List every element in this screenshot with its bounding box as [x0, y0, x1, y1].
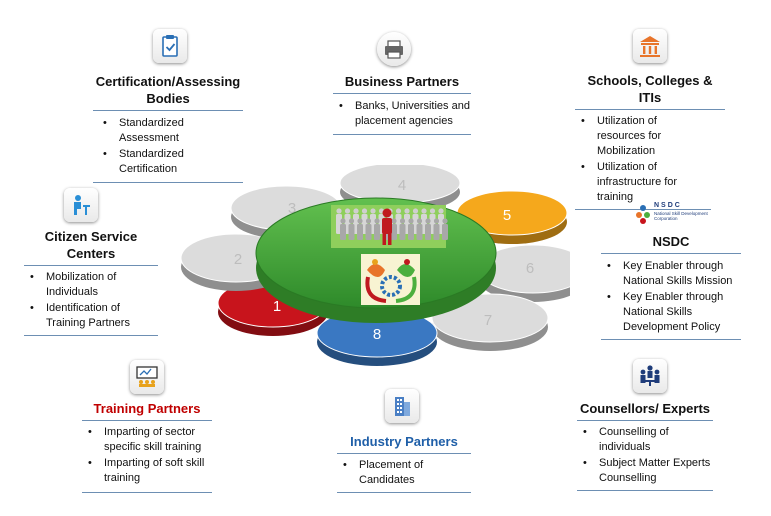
nsdc-divider — [601, 253, 741, 254]
list-item: Identification of Training Partners — [24, 301, 158, 331]
certification-title: Certification/Assessing Bodies — [95, 74, 241, 106]
counsellors-bottom-divider — [577, 490, 713, 491]
citizen-bottom-divider — [24, 335, 158, 336]
skill-india-gear-logo-icon — [361, 254, 420, 305]
counsellors-divider — [577, 420, 713, 421]
list-item: Mobilization of Individuals — [24, 270, 158, 300]
wheel-petal-number: 1 — [273, 298, 281, 315]
nsdc-logo: NSDC National Skill Development Corporat… — [635, 201, 715, 227]
list-item: Counselling of individuals — [577, 425, 711, 455]
nsdc-logo-subtext: National Skill Development Corporation — [654, 211, 708, 221]
schools-list: Utilization of resources for Mobilizatio… — [575, 114, 711, 205]
schools-divider — [575, 109, 725, 110]
list-item: Standardized Certification — [97, 147, 243, 177]
training-divider — [82, 420, 212, 421]
business-section: Business Partners Banks, Universities an… — [333, 73, 471, 135]
group-meeting-icon — [633, 359, 667, 393]
list-item: Key Enabler through National Skills Miss… — [601, 259, 741, 289]
classroom-presentation-icon — [130, 360, 164, 394]
industry-title: Industry Partners — [350, 434, 458, 449]
nsdc-section: NSDC Key Enabler through National Skills… — [601, 233, 741, 340]
list-item: Utilization of resources for Mobilizatio… — [575, 114, 711, 159]
business-list: Banks, Universities and placement agenci… — [333, 99, 471, 129]
industry-list: Placement of Candidates — [337, 458, 449, 488]
wheel-petal-number: 2 — [234, 251, 242, 268]
citizen-title: Citizen Service Centers — [44, 229, 138, 261]
business-bottom-divider — [333, 134, 471, 135]
industry-section: Industry Partners Placement of Candidate… — [337, 433, 471, 493]
industry-bottom-divider — [337, 492, 471, 493]
wheel-petal-number: 7 — [484, 312, 492, 329]
list-item: Placement of Candidates — [337, 458, 449, 488]
training-title: Training Partners — [93, 401, 201, 416]
list-item: Imparting of sector specific skill train… — [82, 425, 212, 455]
certification-list: Standardized Assessment Standardized Cer… — [93, 116, 243, 177]
printer-icon — [377, 32, 411, 66]
schools-title: Schools, Colleges & ITIs — [587, 73, 713, 105]
nsdc-emblem-icon — [636, 205, 650, 224]
nsdc-title: NSDC — [652, 234, 690, 249]
certification-divider — [93, 110, 243, 111]
wheel-petal-number: 6 — [526, 260, 534, 277]
list-item: Key Enabler through National Skills Deve… — [601, 290, 741, 335]
stakeholder-wheel: 1 2 3 4 5 6 7 8 — [180, 165, 570, 366]
counsellors-section: Counsellors/ Experts Counselling of indi… — [577, 400, 713, 491]
certification-bottom-divider — [93, 182, 243, 183]
industry-divider — [337, 453, 471, 454]
citizen-section: Citizen Service Centers Mobilization of … — [24, 228, 158, 336]
crowd-leader-icon — [331, 205, 448, 248]
business-divider — [333, 93, 471, 94]
citizen-divider — [24, 265, 158, 266]
wheel-petal-6: 6 — [477, 244, 570, 302]
counsellors-title: Counsellors/ Experts — [579, 401, 711, 416]
wheel-petal-5: 5 — [456, 190, 568, 244]
list-item: Imparting of soft skill training — [82, 456, 212, 486]
nsdc-list: Key Enabler through National Skills Miss… — [601, 259, 741, 335]
wheel-petal-number: 3 — [288, 200, 296, 217]
wheel-petal-number: 8 — [373, 326, 381, 343]
office-building-icon — [385, 389, 419, 423]
wheel-petal-number: 4 — [398, 177, 406, 194]
training-bottom-divider — [82, 492, 212, 493]
training-section: Training Partners Imparting of sector sp… — [82, 400, 212, 493]
counsellors-list: Counselling of individuals Subject Matte… — [577, 425, 711, 486]
person-at-desk-icon — [64, 188, 98, 222]
list-item: Utilization of infrastructure for traini… — [575, 160, 711, 205]
business-title: Business Partners — [344, 74, 460, 89]
wheel-petal-number: 5 — [503, 207, 511, 224]
citizen-list: Mobilization of Individuals Identificati… — [24, 270, 158, 331]
list-item: Banks, Universities and placement agenci… — [333, 99, 471, 129]
schools-section: Schools, Colleges & ITIs Utilization of … — [575, 72, 725, 210]
nsdc-logo-text: NSDC — [654, 202, 682, 209]
certification-section: Certification/Assessing Bodies Standardi… — [93, 73, 243, 183]
clipboard-check-icon — [153, 29, 187, 63]
list-item: Standardized Assessment — [97, 116, 243, 146]
nsdc-bottom-divider — [601, 339, 741, 340]
institution-building-icon — [633, 29, 667, 63]
training-list: Imparting of sector specific skill train… — [82, 425, 212, 486]
list-item: Subject Matter Experts Counselling — [577, 456, 711, 486]
